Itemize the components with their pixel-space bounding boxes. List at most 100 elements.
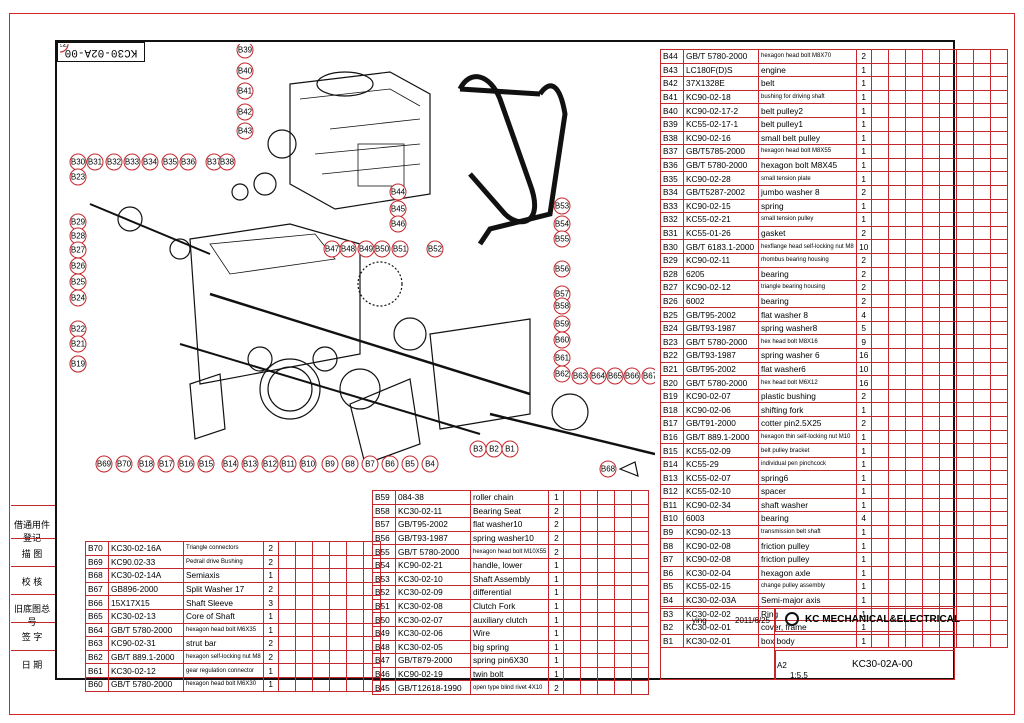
- bom-empty-cell: [904, 320, 923, 336]
- callout-b26: B26: [69, 257, 87, 275]
- bom-empty-cell: [989, 198, 1008, 214]
- bom-empty-cell: [904, 565, 923, 581]
- bom-empty-cell: [294, 636, 313, 651]
- bom-empty-cell: [938, 239, 957, 254]
- bom-empty-cell: [904, 456, 923, 472]
- bom-empty-cell: [955, 592, 974, 608]
- bom-empty-cell: [597, 598, 616, 614]
- bom-item-no: B8: [660, 538, 684, 553]
- bom-empty-cell: [955, 103, 974, 118]
- bom-empty-cell: [870, 171, 889, 186]
- bom-empty-cell: [887, 565, 906, 581]
- bom-quantity: 2: [855, 49, 872, 64]
- callout-b55: B55: [553, 230, 571, 248]
- bom-quantity: 1: [855, 89, 872, 105]
- bom-empty-cell: [989, 388, 1008, 404]
- bom-part-name: hexagon self-locking nut M8: [183, 649, 264, 665]
- bom-item-no: B59: [372, 490, 396, 505]
- bom-part-code: KC90-02-21: [395, 557, 471, 573]
- bom-empty-cell: [972, 171, 991, 186]
- bom-item-no: B65: [85, 608, 109, 624]
- bom-empty-cell: [870, 184, 889, 200]
- bom-quantity: 2: [548, 530, 565, 546]
- bom-empty-cell: [345, 554, 364, 570]
- bom-empty-cell: [870, 511, 889, 526]
- svg-text:B70: B70: [117, 460, 132, 469]
- bom-empty-cell: [904, 76, 923, 91]
- bom-empty-cell: [921, 456, 940, 472]
- bom-empty-cell: [904, 130, 923, 146]
- bom-empty-cell: [972, 416, 991, 431]
- bom-empty-cell: [887, 375, 906, 390]
- bom-empty-cell: [294, 541, 313, 556]
- bom-item-no: B66: [85, 595, 109, 610]
- bom-empty-cell: [580, 625, 599, 641]
- bom-empty-cell: [955, 416, 974, 431]
- svg-text:B15: B15: [199, 460, 214, 469]
- bom-empty-cell: [362, 663, 381, 678]
- bom-empty-cell: [972, 579, 991, 594]
- bom-item-no: B67: [85, 581, 109, 597]
- callout-b50: B50: [373, 240, 391, 258]
- bom-part-code: GB/T 5780-2000: [108, 676, 184, 692]
- svg-text:B57: B57: [555, 290, 570, 299]
- bom-empty-cell: [938, 416, 957, 431]
- svg-text:B22: B22: [60, 44, 68, 49]
- bom-empty-cell: [921, 592, 940, 608]
- svg-text:B7: B7: [365, 460, 375, 469]
- bom-item-no: B36: [660, 157, 684, 173]
- bom-part-code: KC90-02-11: [683, 252, 759, 268]
- bom-empty-cell: [938, 280, 957, 295]
- bom-quantity: 2: [855, 293, 872, 309]
- bom-item-no: B39: [660, 116, 684, 132]
- bom-empty-cell: [921, 429, 940, 445]
- side-divider: [11, 650, 55, 651]
- bom-empty-cell: [972, 334, 991, 350]
- bom-empty-cell: [955, 212, 974, 227]
- bom-empty-cell: [277, 663, 296, 678]
- bom-empty-cell: [955, 470, 974, 485]
- bom-part-name: spring6: [758, 470, 857, 485]
- bom-empty-cell: [870, 225, 889, 241]
- bom-empty-cell: [294, 676, 313, 692]
- bom-item-no: B69: [85, 554, 109, 570]
- bom-part-code: KC30-02-04: [683, 565, 759, 581]
- bom-empty-cell: [904, 538, 923, 553]
- callout-b22: B22: [69, 320, 87, 338]
- bom-empty-cell: [887, 280, 906, 295]
- bom-empty-cell: [277, 676, 296, 692]
- bom-quantity: 1: [548, 598, 565, 614]
- bom-empty-cell: [362, 676, 381, 692]
- bom-empty-cell: [921, 144, 940, 159]
- bom-empty-cell: [955, 320, 974, 336]
- bom-empty-cell: [921, 551, 940, 567]
- bom-empty-cell: [938, 320, 957, 336]
- bom-empty-cell: [989, 62, 1008, 78]
- bom-part-code: LC180F(D)S: [683, 62, 759, 78]
- bom-empty-cell: [345, 541, 364, 556]
- bom-empty-cell: [294, 608, 313, 624]
- bom-empty-cell: [870, 361, 889, 377]
- bom-part-code: GB/T 5780-2000: [683, 334, 759, 350]
- bom-part-code: KC90-02-19: [395, 666, 471, 682]
- bom-empty-cell: [904, 198, 923, 214]
- bom-part-name: handle, lower: [469, 557, 550, 573]
- bom-quantity: 1: [548, 585, 565, 600]
- bom-quantity: 1: [548, 557, 565, 573]
- bom-empty-cell: [904, 551, 923, 567]
- bom-empty-cell: [989, 171, 1008, 186]
- bom-item-no: B12: [660, 484, 684, 499]
- bom-empty-cell: [904, 171, 923, 186]
- bom-empty-cell: [887, 456, 906, 472]
- bom-empty-cell: [955, 130, 974, 146]
- bom-quantity: 2: [262, 649, 279, 665]
- bom-empty-cell: [614, 503, 633, 519]
- bom-empty-cell: [345, 608, 364, 624]
